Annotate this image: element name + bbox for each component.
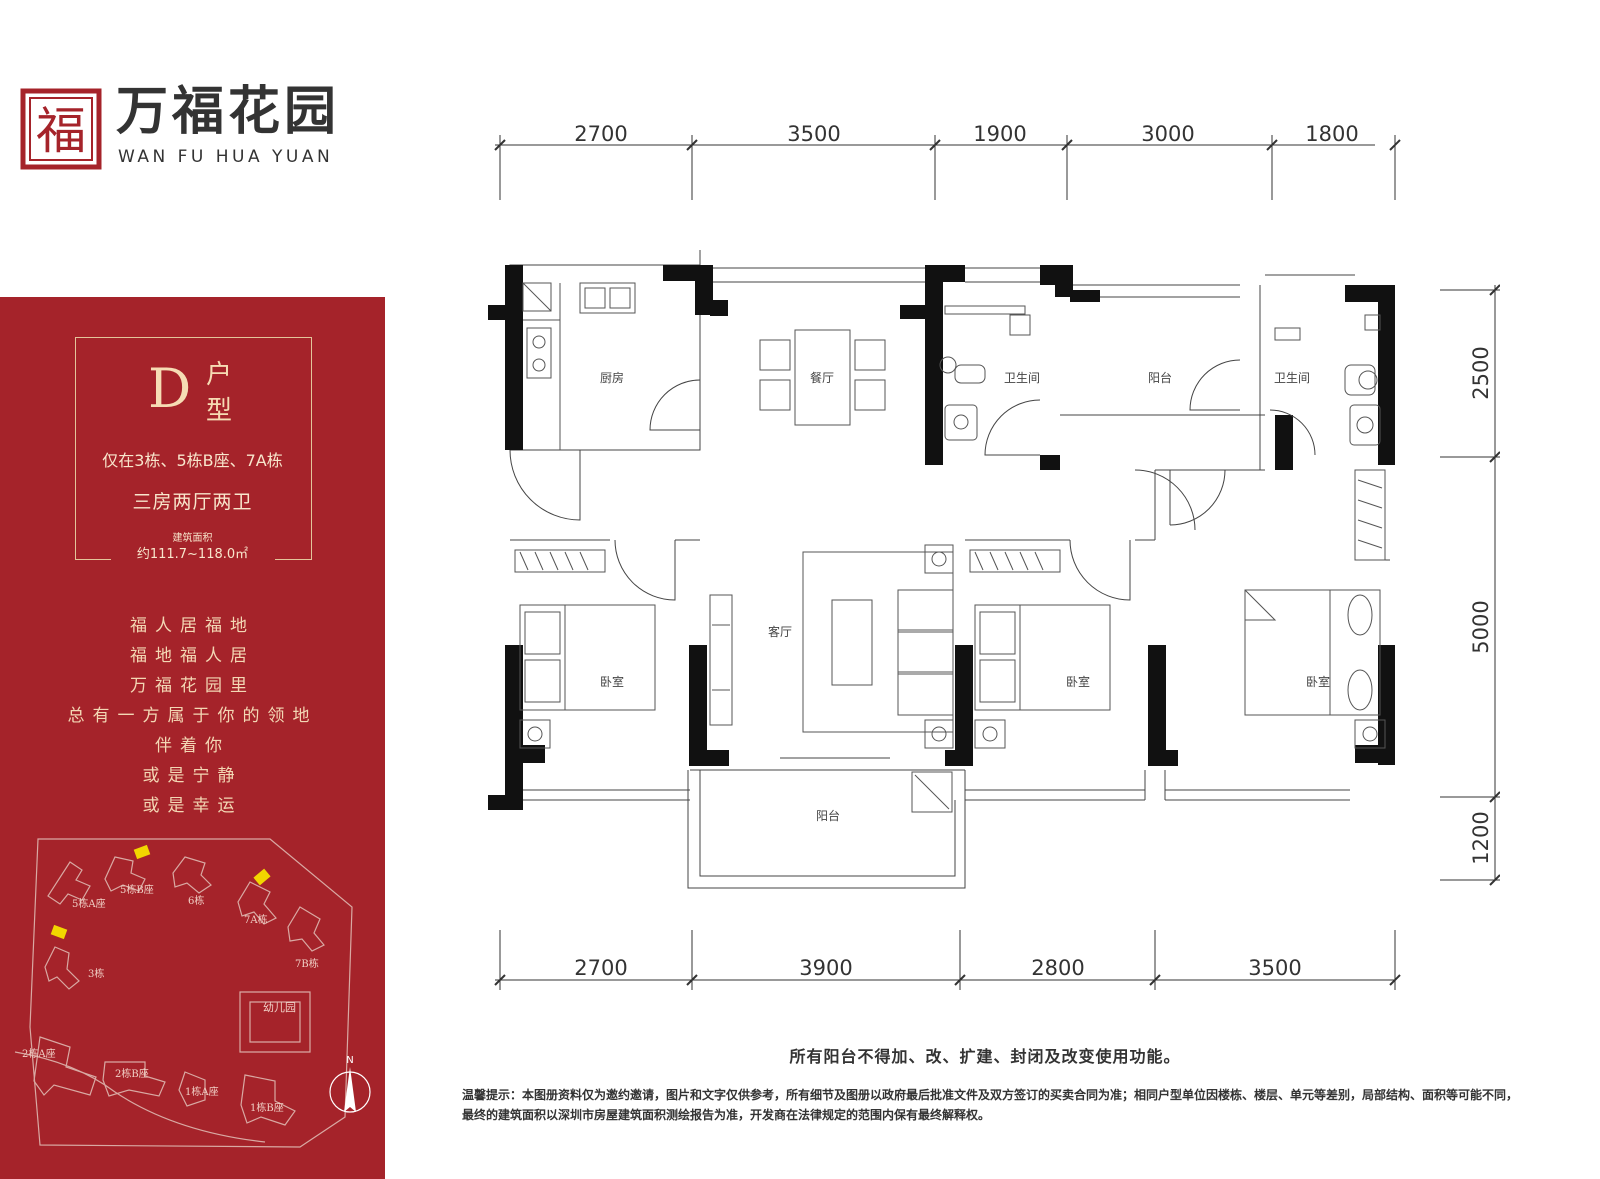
poem-line: 福人居福地 [130, 616, 255, 636]
layout-type: 三房两厅两卫 [132, 491, 253, 513]
site-highlight [50, 924, 68, 940]
area-label: 建筑面积 [172, 533, 213, 544]
poem-line: 伴着你 [155, 736, 230, 756]
room-label-dining: 餐厅 [810, 370, 834, 385]
seal-char: 福 [36, 102, 86, 160]
site-label: 5栋A座 [72, 897, 106, 910]
seal-logo-icon: 福 [20, 88, 102, 170]
site-label: 2栋A座 [22, 1047, 56, 1060]
site-label: 6栋 [188, 894, 204, 907]
floor-plan: 2700 3500 1900 3000 1800 2700 3900 2800 … [488, 122, 1500, 990]
brand-name-cn: 万福花园 [116, 81, 341, 142]
balcony-notice: 所有阳台不得加、改、扩建、封闭及改变使用功能。 [789, 1047, 1181, 1066]
dimension-label: 2500 [1469, 346, 1493, 399]
room-label-bed1: 卧室 [600, 674, 624, 689]
dimension-label: 1800 [1305, 122, 1358, 146]
site-label: 幼儿园 [263, 1001, 296, 1014]
dimension-label: 3000 [1141, 122, 1194, 146]
north-label: N [346, 1055, 353, 1066]
unit-hu-char: 户 [206, 360, 233, 390]
dimension-label: 5000 [1469, 600, 1493, 653]
site-label: 7A栋 [244, 913, 268, 926]
dimension-label: 3500 [1248, 956, 1301, 980]
unit-xing-char: 型 [206, 396, 233, 426]
thin-walls [509, 250, 1390, 889]
dimension-label: 1200 [1469, 811, 1493, 864]
room-label-kitchen: 厨房 [600, 370, 624, 385]
structural-walls [488, 265, 1395, 810]
poem-line: 总有一方属于你的领地 [67, 706, 318, 726]
disclaimer-text: 温馨提示：本图册资料仅为邀约邀请，图片和文字仅供参考，所有细节及图册以政府最后批… [462, 1088, 1519, 1122]
room-label-balcony-north: 阳台 [1148, 370, 1172, 385]
brand-name-en: WAN FU HUA YUAN [118, 147, 334, 167]
unit-info-panel: D 户 型 仅在3栋、5栋B座、7A栋 三房两厅两卫 建筑面积 约111.7~1… [0, 297, 385, 1179]
room-label-balcony-south: 阳台 [816, 808, 840, 823]
dimension-label: 1900 [973, 122, 1026, 146]
fixtures [514, 282, 1386, 813]
site-label: 7B栋 [295, 957, 319, 970]
room-label-living: 客厅 [768, 624, 792, 639]
area-value: 约111.7~118.0㎡ [136, 547, 249, 562]
room-label-bed2: 卧室 [1066, 674, 1090, 689]
door-swings [509, 359, 1316, 601]
north-arrow-icon: N [329, 1055, 371, 1113]
poem-line: 或是宁静 [142, 766, 243, 786]
frame-line-left [75, 559, 111, 560]
room-label-bath1: 卫生间 [1004, 371, 1040, 385]
dimension-label: 3500 [787, 122, 840, 146]
unit-frame [75, 337, 312, 560]
site-highlight [253, 868, 271, 886]
site-label: 5栋B座 [120, 883, 154, 896]
room-label-bath2: 卫生间 [1274, 371, 1310, 385]
site-highlight [133, 844, 151, 860]
dimension-label: 2700 [574, 122, 627, 146]
site-label: 1栋B座 [250, 1101, 284, 1114]
dimension-lines [495, 135, 1500, 990]
dimension-label: 2800 [1031, 956, 1084, 980]
site-label: 2栋B座 [115, 1067, 149, 1080]
room-label-bed3: 卧室 [1306, 674, 1330, 689]
site-plan: 5栋A座 5栋B座 6栋 7A栋 7B栋 3栋 幼儿园 2栋A座 2栋B座 1栋… [14, 838, 371, 1148]
dimension-label: 3900 [799, 956, 852, 980]
poem-line: 福地福人居 [130, 646, 255, 666]
poem-line: 万福花园里 [130, 676, 255, 696]
site-label: 3栋 [88, 967, 104, 980]
unit-letter: D [148, 357, 192, 420]
poem-line: 或是幸运 [142, 796, 243, 816]
dimension-label: 2700 [574, 956, 627, 980]
site-label: 1栋A座 [185, 1085, 219, 1098]
frame-line-right [275, 559, 311, 560]
applies-to: 仅在3栋、5栋B座、7A栋 [102, 451, 283, 470]
dimension-ticks [494, 139, 1500, 986]
